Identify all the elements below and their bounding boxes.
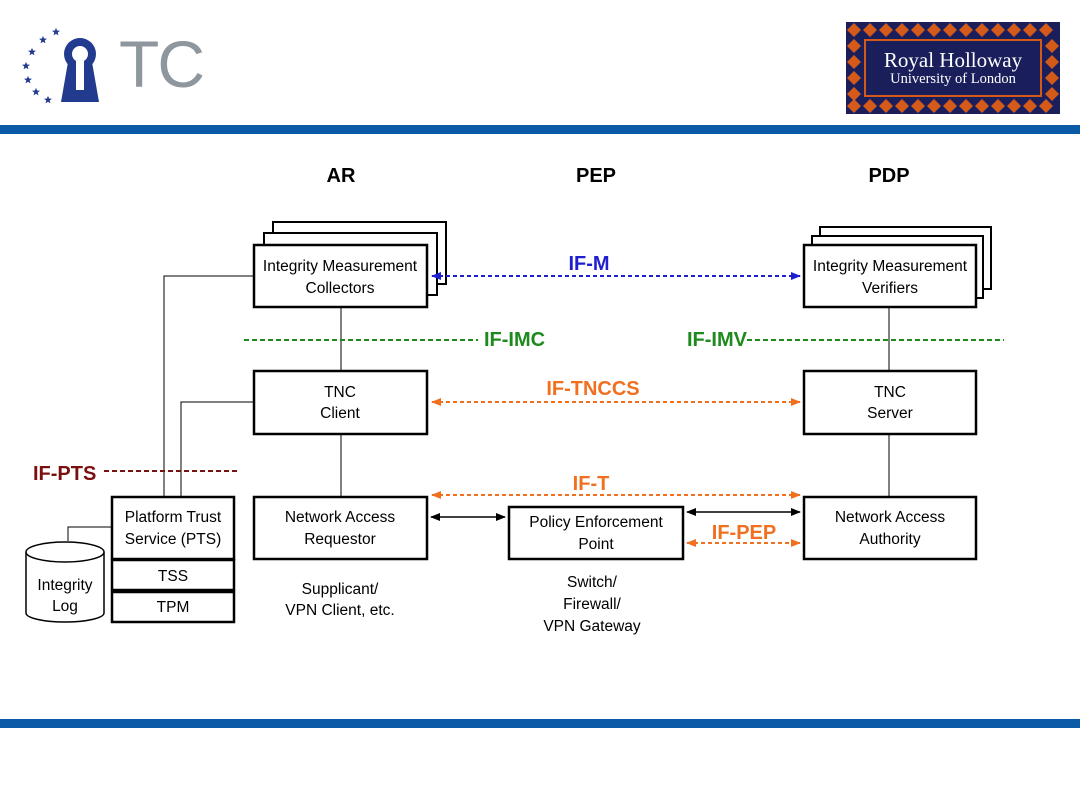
tc-star-icon — [32, 87, 40, 96]
if-m-label: IF-M — [568, 253, 609, 275]
nar-line2: Requestor — [304, 531, 376, 548]
rh-diamond-icon — [1045, 87, 1059, 101]
naa-line2: Authority — [859, 531, 920, 548]
footer-divider-bar — [0, 719, 1080, 728]
rh-diamond-icon — [991, 23, 1005, 37]
royal-holloway-logo: Royal Holloway University of London — [846, 22, 1060, 114]
imv-box-stack: Integrity Measurement Verifiers — [802, 226, 992, 309]
rh-diamond-icon — [1023, 99, 1037, 113]
column-heading-pep: PEP — [576, 165, 616, 187]
naa-line1: Network Access — [835, 509, 946, 526]
tnc-client-line1: TNC — [324, 384, 356, 401]
tnc-server-line1: TNC — [874, 384, 906, 401]
tss-label: TSS — [158, 568, 188, 585]
log-line1: Integrity — [37, 577, 92, 594]
tc-logo: TC — [16, 22, 205, 108]
ar-examples-line2: VPN Client, etc. — [285, 602, 394, 619]
rh-logo-line1: Royal Holloway — [883, 47, 1023, 72]
rh-logo-line2: University of London — [890, 70, 1016, 87]
rh-diamond-icon — [1039, 99, 1053, 113]
header-divider-bar — [0, 125, 1080, 134]
if-imc-label: IF-IMC — [484, 329, 545, 351]
policy-enforcement-point-box: Policy Enforcement Point — [507, 505, 685, 561]
rh-diamond-icon — [911, 23, 925, 37]
imv-label-line1: Integrity Measurement — [813, 258, 968, 275]
rh-diamond-icon — [847, 99, 861, 113]
pep-examples-line3: VPN Gateway — [543, 618, 641, 635]
rh-diamond-icon — [863, 23, 877, 37]
rh-diamond-icon — [1039, 23, 1053, 37]
rh-diamond-icon — [1045, 55, 1059, 69]
rh-diamond-icon — [1045, 39, 1059, 53]
imc-box-stack: Integrity Measurement Collectors — [252, 221, 447, 309]
tc-star-icon — [52, 27, 60, 36]
tnc-client-line2: Client — [320, 405, 360, 422]
pep-box-line1: Policy Enforcement — [529, 514, 663, 531]
pep-examples-line2: Firewall/ — [563, 596, 621, 613]
rh-diamond-icon — [1045, 71, 1059, 85]
tc-logo-text: TC — [119, 27, 205, 101]
tnc-server-box: TNC Server — [802, 369, 978, 436]
rh-diamond-icon — [895, 23, 909, 37]
tc-star-icon — [22, 61, 30, 70]
if-t-label: IF-T — [573, 473, 610, 495]
rh-diamond-icon — [847, 71, 861, 85]
rh-diamond-icon — [1007, 23, 1021, 37]
network-access-requestor-box: Network Access Requestor — [252, 495, 429, 561]
rh-diamond-icon — [847, 39, 861, 53]
rh-diamond-icon — [927, 99, 941, 113]
rh-diamond-icon — [975, 23, 989, 37]
tc-star-icon — [44, 95, 52, 104]
rh-diamond-icon — [847, 55, 861, 69]
rh-diamond-icon — [895, 99, 909, 113]
rh-diamond-icon — [975, 99, 989, 113]
imc-label-line2: Collectors — [306, 280, 375, 297]
rh-diamond-icon — [943, 23, 957, 37]
nar-line1: Network Access — [285, 509, 396, 526]
rh-diamond-icon — [847, 23, 861, 37]
rh-diamond-icon — [943, 99, 957, 113]
tc-keyhole-icon — [22, 27, 99, 104]
rh-diamond-icon — [1023, 23, 1037, 37]
rh-diamond-icon — [863, 99, 877, 113]
column-heading-pdp: PDP — [868, 165, 909, 187]
pep-box-line2: Point — [578, 536, 614, 553]
rh-diamond-icon — [959, 99, 973, 113]
integrity-log-cylinder: Integrity Log — [25, 541, 105, 623]
log-line2: Log — [52, 598, 78, 615]
tc-star-icon — [39, 35, 47, 44]
tpm-label: TPM — [157, 599, 190, 616]
tnc-client-box: TNC Client — [252, 369, 429, 436]
rh-diamond-icon — [1007, 99, 1021, 113]
rh-diamond-icon — [911, 99, 925, 113]
pep-examples-line1: Switch/ — [567, 574, 618, 591]
rh-diamond-icon — [927, 23, 941, 37]
rh-diamond-icon — [991, 99, 1005, 113]
pts-line2: Service (PTS) — [125, 531, 221, 548]
imv-label-line2: Verifiers — [862, 280, 918, 297]
if-tnccs-label: IF-TNCCS — [546, 378, 639, 400]
rh-diamond-icon — [879, 23, 893, 37]
if-pep-label: IF-PEP — [712, 522, 776, 544]
column-heading-ar: AR — [327, 165, 356, 187]
tnc-server-line2: Server — [867, 405, 913, 422]
if-imv-label: IF-IMV — [687, 329, 748, 351]
if-pts-label: IF-PTS — [33, 463, 96, 485]
tc-star-icon — [28, 47, 36, 56]
pts-stack: Platform Trust Service (PTS) TSS TPM — [110, 495, 236, 624]
imc-label-line1: Integrity Measurement — [263, 258, 418, 275]
tc-star-icon — [24, 75, 32, 84]
pts-line1: Platform Trust — [125, 509, 222, 526]
rh-diamond-icon — [847, 87, 861, 101]
rh-diamond-icon — [959, 23, 973, 37]
rh-diamond-icon — [879, 99, 893, 113]
ar-examples-line1: Supplicant/ — [302, 581, 379, 598]
rh-pattern-icon — [847, 23, 1059, 113]
network-access-authority-box: Network Access Authority — [802, 495, 978, 561]
